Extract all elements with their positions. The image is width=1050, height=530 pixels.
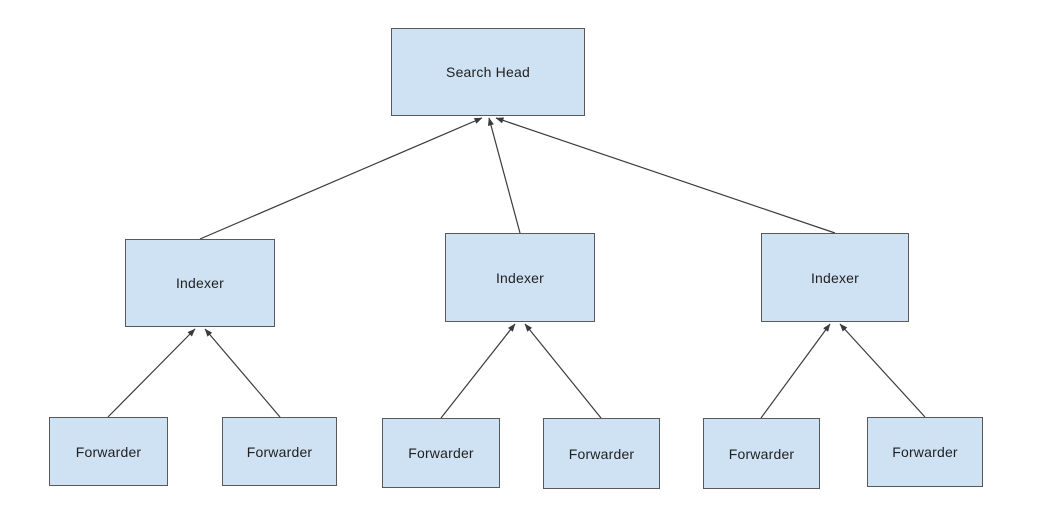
node-indexer-1: Indexer (125, 239, 275, 327)
node-label: Forwarder (568, 445, 635, 462)
node-forwarder-3: Forwarder (382, 418, 500, 488)
edge-forwarder-5-to-indexer-3 (760, 323, 831, 419)
edge-forwarder-4-to-indexer-2 (524, 323, 602, 419)
edge-forwarder-6-to-indexer-3 (839, 323, 926, 418)
node-label: Forwarder (728, 445, 795, 462)
node-label: Search Head (446, 64, 530, 80)
node-label: Forwarder (75, 443, 142, 460)
node-indexer-3: Indexer (761, 233, 909, 322)
node-label: Indexer (495, 269, 545, 286)
edge-indexer-2-to-search-head (487, 117, 521, 234)
edge-forwarder-1-to-indexer-1 (107, 328, 196, 418)
node-label: Forwarder (408, 445, 474, 461)
node-label: Forwarder (246, 443, 313, 460)
node-search-head: Search Head (391, 28, 585, 116)
edge-forwarder-2-to-indexer-1 (204, 328, 281, 418)
edge-indexer-3-to-search-head (495, 117, 836, 234)
node-forwarder-1: Forwarder (49, 417, 168, 486)
node-forwarder-4: Forwarder (543, 418, 660, 489)
node-label: Indexer (810, 269, 860, 286)
node-forwarder-6: Forwarder (867, 417, 983, 487)
node-label: Forwarder (892, 444, 958, 460)
edge-forwarder-3-to-indexer-2 (440, 323, 516, 419)
edge-indexer-1-to-search-head (199, 117, 483, 240)
node-forwarder-5: Forwarder (703, 418, 820, 489)
node-indexer-2: Indexer (445, 233, 595, 322)
node-forwarder-2: Forwarder (222, 417, 337, 486)
node-label: Indexer (175, 275, 225, 291)
